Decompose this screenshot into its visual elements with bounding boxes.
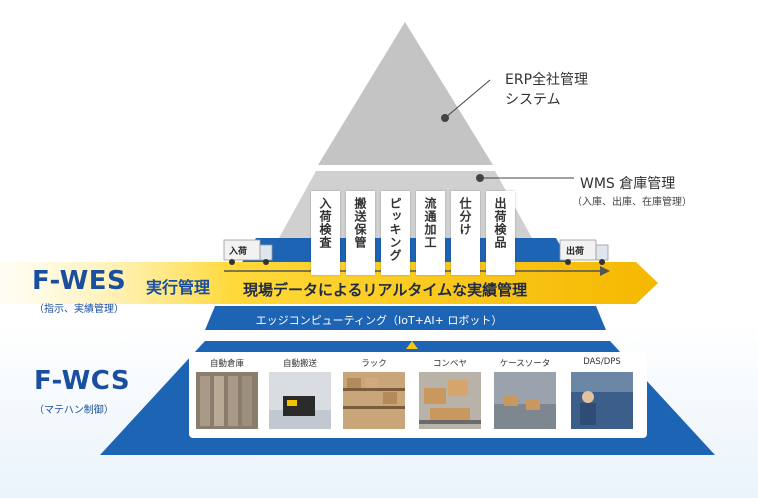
- up-arrow-icon: [406, 341, 418, 349]
- conveyor-photo: [419, 372, 481, 429]
- wms-leader-dot: [476, 174, 484, 182]
- outbound-truck-label: 出荷: [566, 247, 585, 257]
- equipment-label: 自動搬送: [282, 359, 317, 369]
- process-label: 入荷検査: [318, 197, 332, 249]
- fwcs-sublabel: （マテハン制御）: [34, 405, 114, 416]
- agv-robot-photo: [269, 372, 331, 429]
- inbound-truck-label: 入荷: [229, 247, 248, 257]
- realtime-banner-text: 現場データによるリアルタイムな実績管理: [243, 281, 528, 299]
- equipment-label: DAS/DPS: [583, 357, 621, 367]
- outbound-truck-icon: [559, 239, 609, 265]
- equipment-label: コンベヤ: [432, 359, 467, 369]
- process-label: ピッキング: [388, 197, 402, 262]
- fwcs-title: F-WCS: [34, 366, 131, 396]
- process-column: 出荷検品: [486, 191, 515, 275]
- process-label: 出荷検品: [493, 197, 507, 249]
- erp-leader-dot: [441, 114, 449, 122]
- equipment-card: ラック: [342, 357, 406, 435]
- process-column: ピッキング: [381, 191, 410, 275]
- wms-label: WMS 倉庫管理: [580, 176, 676, 192]
- case-sorter-photo: [494, 372, 556, 429]
- process-label: 仕分け: [458, 197, 472, 236]
- erp-leader-line: [444, 79, 491, 119]
- equipment-label: 自動倉庫: [209, 359, 244, 369]
- erp-layer: [318, 22, 493, 165]
- erp-label-line1: ERP全社管理: [505, 72, 589, 88]
- process-label: 流通加工: [423, 197, 437, 249]
- fwes-subtitle: 実行管理: [146, 278, 211, 297]
- das-dps-photo: [571, 372, 633, 429]
- process-label: 搬送保管: [353, 197, 367, 249]
- erp-label: ERP全社管理 システム: [505, 70, 588, 110]
- process-column: 仕分け: [451, 191, 480, 275]
- process-column: 入荷検査: [311, 191, 340, 275]
- equipment-card: ケースソータ: [493, 357, 557, 435]
- equipment-label: ラック: [361, 359, 387, 369]
- process-column: 搬送保管: [346, 191, 375, 275]
- flow-arrowhead-icon: [600, 266, 610, 276]
- automated-warehouse-photo: [196, 372, 258, 429]
- fwes-title: F-WES: [32, 266, 127, 296]
- process-column: 流通加工: [416, 191, 445, 275]
- equipment-card: 自動倉庫: [195, 357, 259, 435]
- equipment-label: ケースソータ: [499, 359, 551, 369]
- edge-computing-layer: [205, 306, 606, 330]
- wms-sublabel: （入庫、出庫、在庫管理）: [572, 197, 692, 208]
- equipment-card: 自動搬送: [268, 357, 332, 435]
- rack-photo: [343, 372, 405, 429]
- equipment-card: コンベヤ: [418, 357, 482, 435]
- fwes-sublabel: （指示、実績管理）: [34, 304, 124, 315]
- equipment-card: DAS/DPS: [570, 357, 634, 435]
- edge-computing-label: エッジコンピューティング（IoT+AI+ ロボット）: [255, 314, 503, 327]
- inbound-truck-icon: [223, 239, 273, 265]
- erp-label-line2: システム: [505, 92, 561, 108]
